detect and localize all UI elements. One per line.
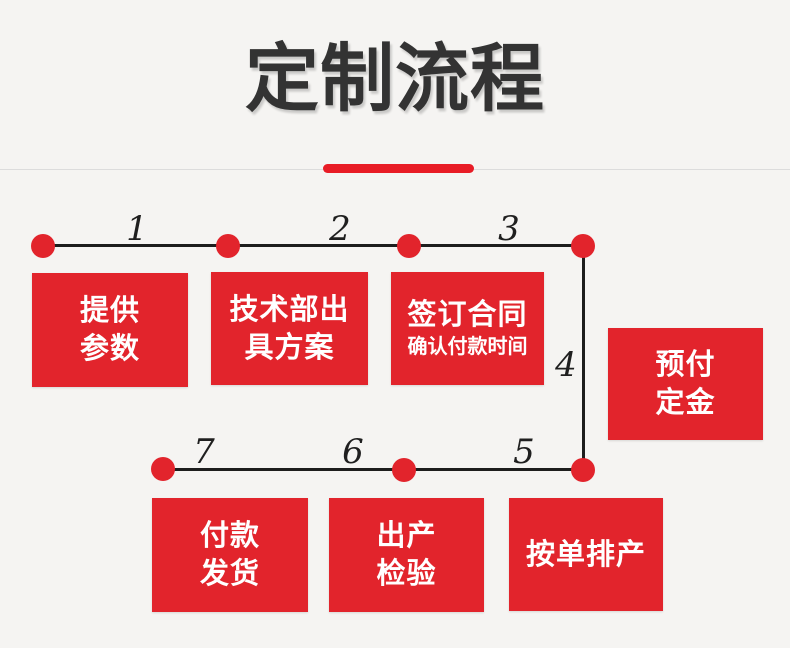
flow-node-dot-5 xyxy=(571,458,595,482)
step-number-3: 3 xyxy=(498,209,520,249)
box-label-line: 付款 xyxy=(199,520,260,552)
box-label-line: 出产 xyxy=(376,520,437,552)
flow-connector-top-line xyxy=(43,244,583,247)
flow-box-production-inspection: 出产 检验 xyxy=(329,498,484,612)
step-number-5: 5 xyxy=(513,432,535,472)
box-label-line: 检验 xyxy=(376,558,437,590)
step-number-4: 4 xyxy=(555,345,577,385)
flow-box-sign-contract: 签订合同 确认付款时间 xyxy=(391,272,544,385)
box-label-line: 技术部出 xyxy=(229,293,350,326)
box-label-line: 提供 xyxy=(79,295,140,327)
step-number-7: 7 xyxy=(193,432,215,472)
flow-node-dot-3 xyxy=(397,234,421,258)
flow-node-dot-4 xyxy=(571,234,595,258)
box-label-line: 按单排产 xyxy=(525,538,646,571)
box-label-line: 预付 xyxy=(655,349,716,381)
box-label-line: 定金 xyxy=(655,387,716,419)
step-number-2: 2 xyxy=(329,209,351,249)
flow-node-dot-7 xyxy=(151,457,175,481)
step-number-6: 6 xyxy=(342,432,364,472)
flow-connector-vertical-line xyxy=(582,246,585,470)
flow-box-prepay-deposit: 预付 定金 xyxy=(608,328,763,440)
box-label-line: 签订合同 xyxy=(407,299,528,331)
box-label-line: 发货 xyxy=(199,558,260,590)
flow-connector-bottom-line xyxy=(163,468,583,471)
flow-box-schedule-production: 按单排产 xyxy=(509,498,663,611)
flow-node-dot-2 xyxy=(216,234,240,258)
box-label-line: 参数 xyxy=(79,333,140,365)
flow-box-tech-dept-plan: 技术部出 具方案 xyxy=(211,272,368,385)
step-number-1: 1 xyxy=(126,209,148,249)
box-sublabel-line: 确认付款时间 xyxy=(407,336,528,358)
title-underline-accent xyxy=(323,164,474,173)
flow-box-payment-shipping: 付款 发货 xyxy=(152,498,308,612)
flow-node-dot-1 xyxy=(31,234,55,258)
flow-box-provide-parameters: 提供 参数 xyxy=(32,273,188,387)
box-label-line: 具方案 xyxy=(244,331,335,364)
flow-node-dot-6 xyxy=(392,458,416,482)
page-title: 定制流程 xyxy=(245,37,545,120)
